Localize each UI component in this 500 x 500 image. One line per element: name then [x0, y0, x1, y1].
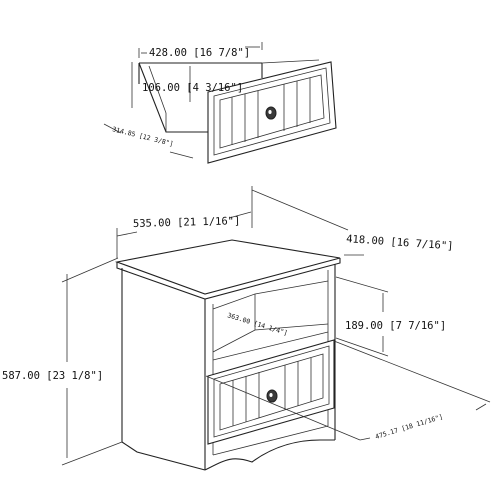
- nightstand-illustration: [114, 239, 341, 471]
- nightstand-depth-dimension: 418.00 [16 7/16"]: [346, 233, 454, 252]
- drawer-height-dimension: 106.00 [4 3/16"]: [142, 82, 243, 94]
- nightstand-height-dimension: 587.00 [23 1/8"]: [2, 370, 103, 382]
- drawer-illustration: [138, 59, 337, 164]
- nightstand-opening-height-dimension: 189.00 [7 7/16"]: [345, 320, 446, 332]
- nightstand-width-dimension: 535.00 [21 1/16"]: [133, 215, 241, 230]
- drawer-width-dimension: 428.00 [16 7/8"]: [149, 47, 250, 59]
- nightstand-opening-depth-dimension: 363.00 [14 1/4"]: [226, 311, 288, 337]
- nightstand-drawer-width-dimension: 475.17 [18 11/16"]: [374, 413, 444, 441]
